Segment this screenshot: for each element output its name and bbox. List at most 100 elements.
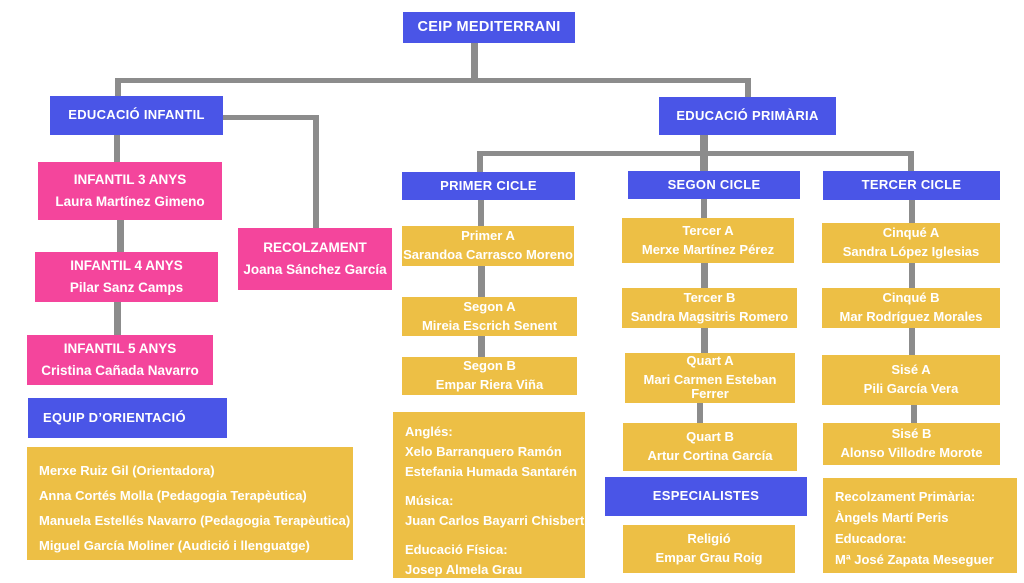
connector (114, 302, 121, 335)
connector (477, 151, 483, 172)
connector (478, 336, 485, 357)
class-title: INFANTIL 3 ANYS (73, 172, 187, 188)
school-title: CEIP MEDITERRANI (417, 19, 561, 36)
connector (117, 220, 124, 252)
section-header: PRIMER CICLE (440, 177, 537, 193)
org-node-educacio-infantil: EDUCACIÓ INFANTIL (50, 96, 223, 135)
org-node-segon-cicle: SEGON CICLE (628, 171, 800, 199)
connector (115, 78, 751, 83)
member-line: Merxe Ruiz Gil (Orientadora) (39, 462, 215, 478)
connector (909, 328, 915, 355)
class-title: Quart A (686, 352, 734, 368)
connector (701, 199, 707, 218)
class-title: INFANTIL 5 ANYS (63, 341, 177, 357)
org-node-especialistes: ESPECIALISTES (605, 477, 807, 516)
teacher-name: Mar Rodríguez Morales (839, 309, 983, 324)
teacher-name: Empar Riera Viña (435, 377, 544, 392)
specialist-line: Josep Almela Grau (405, 562, 523, 577)
connector (908, 151, 914, 172)
specialist-line: Estefania Humada Santarén (405, 464, 577, 479)
connector (478, 266, 485, 297)
org-node-cinque-a: Cinqué A Sandra López Iglesias (822, 223, 1000, 263)
org-node-tercer-a: Tercer A Merxe Martínez Pérez (622, 218, 794, 263)
org-node-infantil-3-anys: INFANTIL 3 ANYS Laura Martínez Gimeno (38, 162, 222, 220)
support-line: Educadora: (835, 531, 907, 546)
class-title: Segon B (463, 358, 516, 374)
class-title: Sisé B (891, 426, 932, 442)
org-node-primer-cicle: PRIMER CICLE (402, 172, 575, 200)
connector (745, 78, 751, 97)
class-title: RECOLZAMENT (263, 240, 367, 256)
teacher-name: Joana Sánchez García (243, 262, 387, 277)
connector (223, 115, 318, 120)
section-header: EQUIP D’ORIENTACIÓ (43, 409, 186, 425)
org-node-cinque-b: Cinqué B Mar Rodríguez Morales (822, 288, 1000, 328)
member-line: Anna Cortés Molla (Pedagogia Terapèutica… (39, 487, 307, 503)
connector (471, 43, 478, 79)
class-title: Tercer B (683, 290, 736, 306)
connector (911, 405, 917, 423)
org-node-recolzament: RECOLZAMENT Joana Sánchez García (238, 228, 392, 290)
org-node-ceip-mediterrani: CEIP MEDITERRANI (403, 12, 575, 43)
org-node-orientacio-members: Merxe Ruiz Gil (Orientadora) Anna Cortés… (27, 447, 353, 560)
teacher-name: Merxe Martínez Pérez (641, 241, 775, 257)
section-header: TERCER CICLE (861, 177, 962, 193)
org-node-tercer-b: Tercer B Sandra Magsitris Romero (622, 288, 797, 328)
org-node-religio: Religió Empar Grau Roig (623, 525, 795, 573)
org-node-sise-b: Sisé B Alonso Villodre Morote (823, 423, 1000, 465)
class-title: Tercer A (682, 222, 734, 238)
org-node-primer-a: Primer A Sarandoa Carrasco Moreno (402, 226, 574, 266)
teacher-name: Mireia Escrich Senent (421, 317, 558, 333)
support-line: Recolzament Primària: (835, 489, 976, 504)
teacher-name: Laura Martínez Gimeno (55, 194, 205, 209)
class-title: Segon A (463, 298, 516, 314)
class-title: Cinqué A (882, 225, 940, 241)
specialist-line: Anglés: (405, 424, 453, 439)
class-title: Sisé A (891, 362, 931, 378)
connector (909, 263, 915, 288)
class-title: Cinqué B (882, 290, 940, 306)
class-title: Quart B (686, 429, 734, 445)
connector (115, 78, 121, 96)
org-node-infantil-5-anys: INFANTIL 5 ANYS Cristina Cañada Navarro (27, 335, 213, 385)
teacher-name: Cristina Cañada Navarro (41, 363, 199, 378)
teacher-name: Alonso Villodre Morote (840, 445, 983, 460)
org-node-quart-b: Quart B Artur Cortina García (623, 423, 797, 471)
teacher-name: Sarandoa Carrasco Moreno (403, 247, 573, 262)
teacher-name: Pilar Sanz Camps (69, 280, 184, 295)
connector (909, 200, 915, 223)
org-node-quart-a: Quart A Mari Carmen Esteban Ferrer (625, 353, 795, 403)
org-node-infantil-4-anys: INFANTIL 4 ANYS Pilar Sanz Camps (35, 252, 218, 302)
support-line: Àngels Martí Peris (835, 510, 949, 525)
class-title: INFANTIL 4 ANYS (70, 258, 183, 274)
connector (478, 200, 484, 226)
section-header: SEGON CICLE (667, 176, 761, 192)
specialist-line: Juan Carlos Bayarri Chisbert (405, 513, 585, 528)
connector (313, 115, 319, 228)
member-line: Manuela Estellés Navarro (Pedagogia Tera… (39, 512, 351, 528)
org-node-segon-b: Segon B Empar Riera Viña (402, 357, 577, 395)
connector (701, 328, 708, 353)
connector (701, 263, 708, 288)
section-header: ESPECIALISTES (652, 488, 760, 504)
teacher-name: Pili García Vera (863, 381, 959, 396)
org-node-recolzament-primaria: Recolzament Primària: Àngels Martí Peris… (823, 478, 1017, 573)
teacher-name: Artur Cortina García (647, 448, 773, 463)
org-node-primer-cicle-especialistes: Anglés: Xelo Barranquero Ramón Estefania… (393, 412, 585, 578)
org-node-tercer-cicle: TERCER CICLE (823, 171, 1000, 200)
teacher-name: Sandra López Iglesias (842, 244, 980, 259)
org-node-educacio-primaria: EDUCACIÓ PRIMÀRIA (659, 97, 836, 135)
support-line: Mª José Zapata Meseguer (835, 552, 994, 567)
class-title: Religió (687, 531, 731, 547)
class-title: Primer A (461, 228, 515, 244)
section-header: EDUCACIÓ INFANTIL (68, 107, 205, 123)
specialist-line: Xelo Barranquero Ramón (405, 444, 562, 459)
specialist-line: Educació Física: (405, 542, 508, 557)
connector (697, 403, 703, 423)
section-header: EDUCACIÓ PRIMÀRIA (676, 107, 819, 123)
org-node-equip-orientacio: EQUIP D’ORIENTACIÓ (28, 398, 227, 438)
org-node-sise-a: Sisé A Pili García Vera (822, 355, 1000, 405)
teacher-name: Empar Grau Roig (655, 550, 763, 565)
member-line: Miguel García Moliner (Audició i llengua… (39, 537, 310, 553)
